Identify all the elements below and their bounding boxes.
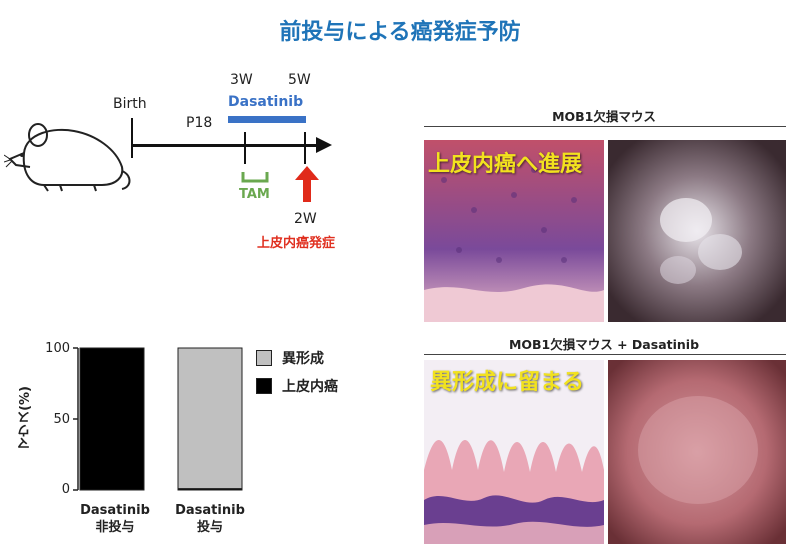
dasatinib-label: Dasatinib xyxy=(228,94,304,110)
endoscopy-image xyxy=(608,360,786,544)
onset-label: 上皮内癌発症 xyxy=(257,236,336,251)
w5-label: 5W xyxy=(288,72,311,88)
panel-overlay-text: 上皮内癌へ進展 xyxy=(428,152,583,177)
category-line: Dasatinib xyxy=(175,503,245,518)
ytick-label: 50 xyxy=(53,412,70,427)
category-line: 非投与 xyxy=(95,520,135,535)
birth-label: Birth xyxy=(113,96,147,112)
timeline-axis xyxy=(132,144,318,147)
histology-image xyxy=(424,140,604,322)
dasatinib-period-bar xyxy=(228,116,306,123)
onset-arrow-icon xyxy=(295,166,319,202)
divider xyxy=(424,354,786,355)
timeline-arrowhead xyxy=(316,137,332,153)
category-label: Dasatinib 非投与 xyxy=(70,502,160,536)
tam-label: TAM xyxy=(239,187,270,202)
bar-segment xyxy=(177,347,243,490)
endoscopy-image xyxy=(608,140,786,322)
histology-image xyxy=(424,360,604,544)
divider xyxy=(424,126,786,127)
p18-tick xyxy=(244,132,246,164)
category-line: 投与 xyxy=(196,520,223,535)
w2-label: 2W xyxy=(294,211,317,227)
bar-chart xyxy=(73,347,243,491)
legend-swatch-dysplasia xyxy=(256,350,272,366)
panel-overlay-text: 異形成に留まる xyxy=(430,370,585,395)
bar-segment xyxy=(79,347,145,491)
legend-label-carcinoma: 上皮内癌 xyxy=(282,379,338,395)
mouse-illustration xyxy=(4,123,131,192)
legend-label-dysplasia: 異形成 xyxy=(282,351,324,367)
page-title: 前投与による癌発症予防 xyxy=(279,20,521,45)
chart-ylabel: マウス(%) xyxy=(18,386,33,450)
category-line: Dasatinib xyxy=(80,503,150,518)
panel-header: MOB1欠損マウス xyxy=(552,109,656,124)
legend-swatch-carcinoma xyxy=(256,378,272,394)
ytick-label: 0 xyxy=(61,482,70,497)
category-label: Dasatinib 投与 xyxy=(165,502,255,536)
ytick-label: 100 xyxy=(45,341,70,356)
p18-label: P18 xyxy=(186,115,213,131)
tam-bracket xyxy=(241,172,269,183)
panel-header: MOB1欠損マウス + Dasatinib xyxy=(508,337,700,352)
w5-tick xyxy=(304,132,306,164)
w3-label: 3W xyxy=(230,72,253,88)
birth-tick xyxy=(131,118,133,158)
